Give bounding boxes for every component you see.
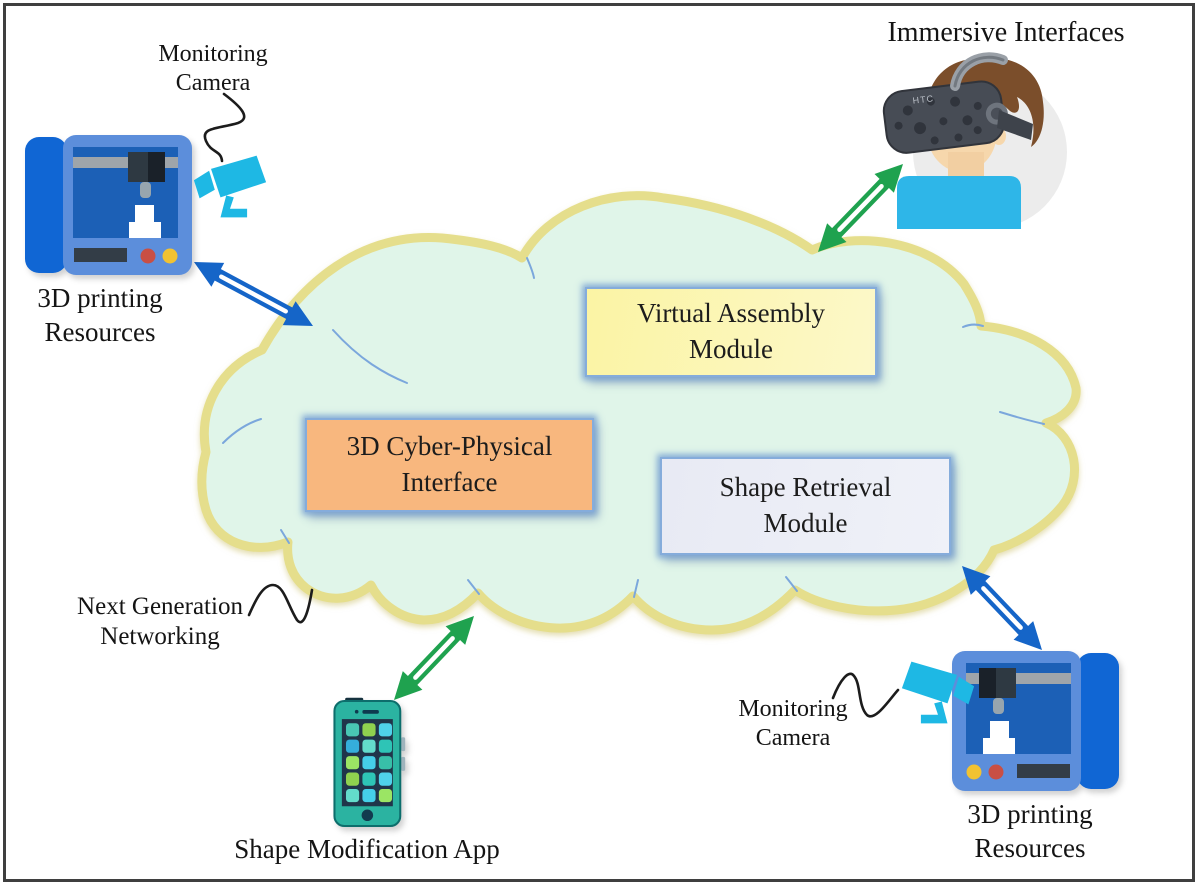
squiggle-networking	[247, 583, 314, 624]
arrow-cloud-app	[394, 616, 474, 700]
squiggle-monitoring-bottom	[831, 672, 900, 718]
printing-resources-right-line1: 3D printing	[967, 799, 1093, 829]
cloud-shape	[197, 191, 1081, 635]
vr-headset-user-icon: HTC	[882, 52, 1067, 229]
cloud	[197, 191, 1081, 635]
cyber-physical-line1: 3D Cyber-Physical	[346, 431, 553, 462]
immersive-interfaces-label: Immersive Interfaces	[887, 17, 1125, 48]
virtual-assembly-line2: Module	[689, 334, 773, 364]
printer-icon	[25, 135, 192, 275]
virtual-assembly-module-box: Virtual Assembly Module	[585, 287, 877, 377]
monitoring-camera-bottom-label: Monitoring Camera	[723, 695, 863, 753]
arrow-printer-top-left-cloud	[194, 262, 313, 326]
monitoring-camera-bottom-line1: Monitoring	[738, 696, 848, 722]
cloud-inner-arcs	[222, 257, 1045, 598]
printing-resources-right-label: 3D printing Resources	[945, 798, 1115, 866]
printing-resources-right-line2: Resources	[974, 832, 1086, 863]
shape-retrieval-module-box: Shape Retrieval Module	[660, 457, 951, 555]
cyber-physical-interface-box: 3D Cyber-Physical Interface	[305, 418, 594, 512]
printing-resources-left-label: 3D printing Resources	[15, 282, 185, 350]
printing-resources-left-line1: 3D printing	[37, 283, 163, 313]
shape-retrieval-line2: Module	[763, 508, 848, 538]
next-generation-line2: Networking	[100, 623, 220, 650]
next-generation-line1: Next Generation	[77, 593, 243, 620]
squiggle-monitoring-top	[203, 92, 246, 163]
monitoring-camera-top-line1: Monitoring	[158, 41, 268, 67]
cyber-physical-line2: Interface	[401, 467, 498, 497]
monitoring-camera-bottom-line2: Camera	[755, 724, 831, 751]
cctv-camera-icon	[193, 155, 267, 218]
arrow-cloud-immersive	[818, 164, 903, 252]
arrow-cloud-printer-bottom-right	[962, 566, 1042, 650]
printer-icon	[952, 651, 1119, 791]
shape-retrieval-line1: Shape Retrieval	[719, 472, 892, 503]
next-generation-networking-label: Next Generation Networking	[60, 592, 260, 652]
printing-resources-left-line2: Resources	[44, 316, 156, 347]
monitoring-camera-top-line2: Camera	[175, 69, 251, 96]
monitoring-camera-top-label: Monitoring Camera	[133, 40, 293, 98]
shape-modification-app-label: Shape Modification App	[234, 834, 500, 864]
smartphone-icon	[333, 697, 406, 828]
cctv-camera-icon	[901, 661, 975, 724]
virtual-assembly-line1: Virtual Assembly	[636, 298, 826, 329]
vr-headset-brand-text: HTC	[912, 93, 935, 106]
